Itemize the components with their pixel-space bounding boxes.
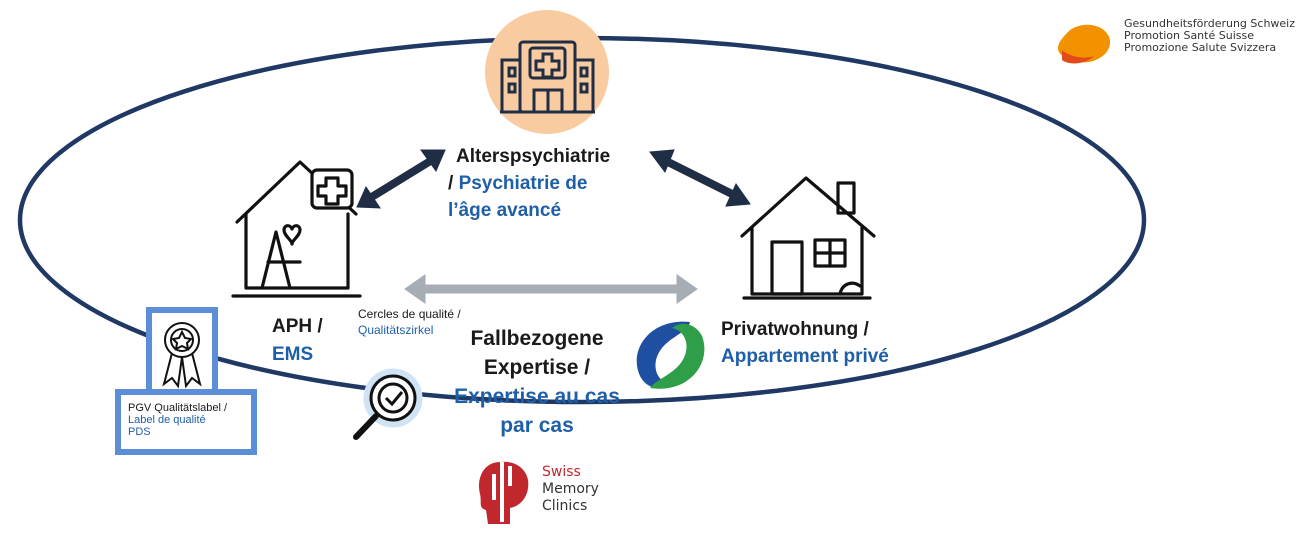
center-title-fr: Psychiatrie de l’âge avancé (448, 173, 588, 221)
private-title-de: Privatwohnung / (721, 319, 869, 340)
network-swoosh-logo (636, 321, 705, 389)
arrow-center-right (649, 149, 751, 207)
center-title-de: Alterspsychiatrie (456, 146, 611, 167)
gfs-logo-text: Gesundheitsförderung Schweiz Promotion S… (1124, 18, 1295, 54)
quality-label-line-3: PDS (128, 426, 151, 438)
quality-label-box (115, 307, 257, 455)
private-label: Privatwohnung / Appartement privé (721, 316, 889, 370)
smc-line-1: Swiss (542, 464, 581, 480)
quality-circles-de: Cercles de qualité / (358, 307, 461, 321)
aph-title-fr: EMS (272, 344, 314, 365)
gfs-logo-mark (1058, 24, 1111, 64)
smc-line-3: Clinics (542, 498, 588, 514)
care-home-icon (231, 160, 362, 298)
smc-text: Swiss Memory Clinics (542, 464, 599, 515)
center-label: Alterspsychiatrie / Psychiatrie de l’âge… (448, 143, 663, 224)
expertise-line-4: par cas (500, 414, 574, 437)
aph-label: APH / EMS (272, 313, 323, 369)
expertise-line-1: Fallbezogene (470, 327, 604, 350)
expertise-line-2: Expertise / (483, 356, 591, 379)
expertise-label: Fallbezogene Expertise / Expertise au ca… (432, 324, 642, 440)
center-slash: / (448, 173, 454, 194)
hospital-icon (485, 10, 609, 134)
private-title-fr: Appartement privé (721, 346, 889, 367)
smc-head-logo (478, 461, 529, 524)
arrow-left-center (356, 149, 446, 209)
quality-circles-label: Cercles de qualité / Qualitätszirkel (358, 306, 461, 338)
gfs-logo-line-3: Promozione Salute Svizzera (1124, 41, 1277, 54)
quality-circles-fr: Qualitätszirkel (358, 323, 434, 337)
gfs-logo-line-2: Promotion Santé Suisse (1124, 29, 1254, 42)
expertise-line-3: Expertise au cas (454, 385, 620, 408)
quality-label-line-2: Label de qualité (128, 414, 206, 426)
quality-label-text: PGV Qualitätslabel / Label de qualité PD… (128, 402, 227, 438)
smc-line-2: Memory (542, 481, 599, 497)
gfs-logo-line-1: Gesundheitsförderung Schweiz (1124, 17, 1296, 30)
aph-title-de: APH / (272, 316, 323, 337)
quality-label-line-1: PGV Qualitätslabel / (128, 402, 228, 414)
magnifier-check-icon (353, 368, 423, 440)
arrow-left-right (404, 274, 698, 304)
private-house-icon (740, 176, 876, 300)
